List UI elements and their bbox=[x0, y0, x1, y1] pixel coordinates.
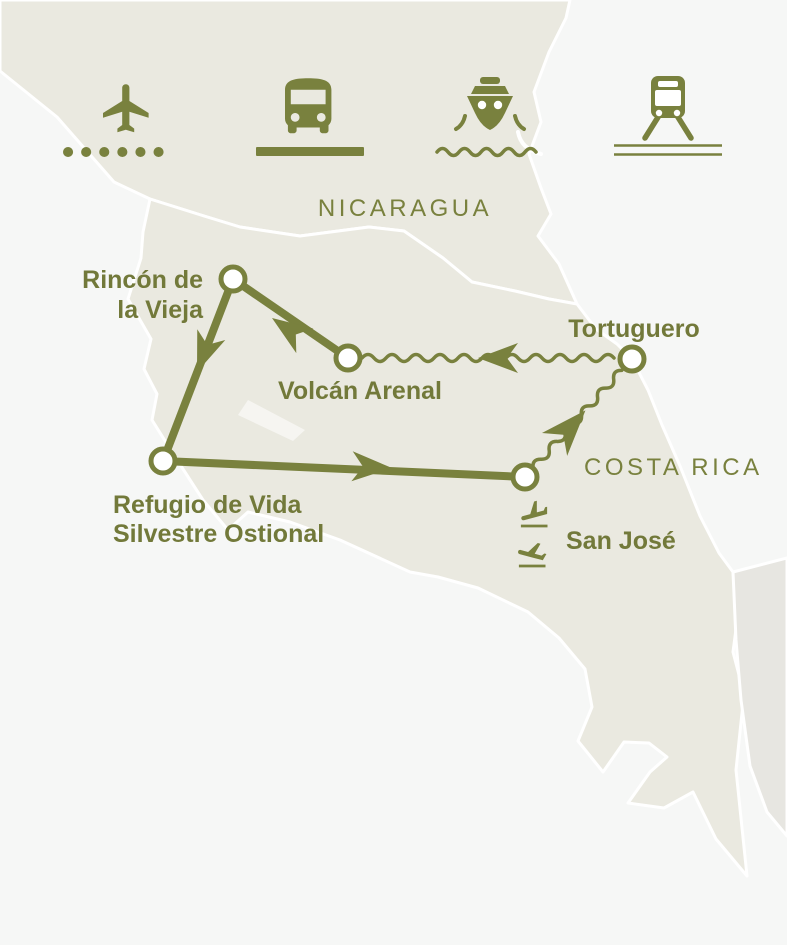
legend-wavy-line bbox=[435, 146, 538, 158]
route-volcan-to-rincon bbox=[230, 275, 351, 362]
arrowhead-boat-west bbox=[478, 343, 518, 373]
river-line bbox=[516, 130, 543, 156]
route-lines bbox=[159, 275, 624, 482]
arrowhead-bus-to-refugio bbox=[197, 329, 226, 372]
route-sanjose-to-tortuguero bbox=[531, 368, 624, 470]
stop-node-rincon-de-la-vieja bbox=[218, 264, 248, 294]
stop-label-volcan-arenal: Volcán Arenal bbox=[278, 377, 442, 405]
train-icon bbox=[642, 76, 694, 141]
country-label-nicaragua: NICARAGUA bbox=[318, 195, 492, 222]
stop-node-volcan-arenal bbox=[333, 343, 363, 373]
plane-landing-icon bbox=[520, 500, 548, 528]
arrowhead-bus-to-sanjose bbox=[351, 451, 392, 482]
stop-nodes bbox=[148, 264, 647, 492]
stop-node-tortuguero bbox=[617, 344, 647, 374]
stop-label-tortuguero: Tortuguero bbox=[568, 315, 699, 343]
stop-label-rincon-line2: la Vieja bbox=[117, 296, 204, 324]
stop-label-refugio-line1: Refugio de Vida bbox=[113, 491, 303, 519]
stop-label-san-jose: San José bbox=[566, 527, 676, 555]
stop-label-refugio-line2: Silvestre Ostional bbox=[113, 520, 324, 548]
arrowhead-bus-to-rincon bbox=[272, 318, 314, 354]
legend bbox=[63, 76, 722, 158]
stop-node-san-jose bbox=[510, 462, 540, 492]
terrain-streak bbox=[238, 400, 305, 441]
stop-node-refugio-ostional bbox=[148, 446, 178, 476]
bus-icon bbox=[285, 78, 332, 134]
country-label-costa-rica: COSTA RICA bbox=[584, 454, 763, 481]
plane-icon bbox=[103, 84, 149, 133]
stop-label-rincon-line1: Rincón de bbox=[82, 266, 203, 294]
panama-landmass bbox=[731, 556, 787, 838]
costa-rica-landmass bbox=[126, 197, 749, 878]
legend-solid-line bbox=[256, 147, 364, 156]
legend-double-line bbox=[614, 144, 722, 156]
route-refugio-to-sanjose bbox=[162, 457, 526, 481]
ship-icon bbox=[454, 77, 526, 131]
plane-takeoff-icon bbox=[518, 542, 547, 568]
